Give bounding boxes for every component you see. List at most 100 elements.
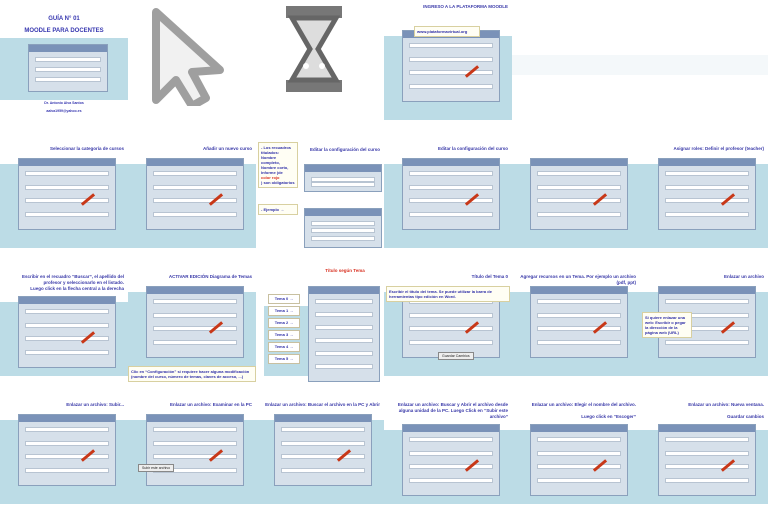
form-row — [409, 43, 493, 48]
screenshot-image — [146, 158, 244, 230]
note-line: color rojo — [261, 175, 280, 180]
form-row — [153, 440, 237, 446]
tema-label: Tema 2 → — [268, 318, 300, 328]
window-header — [403, 159, 499, 166]
form-row — [537, 477, 621, 483]
form-row — [153, 171, 237, 176]
window-header — [531, 287, 627, 294]
form-row — [665, 184, 749, 190]
form-row — [311, 177, 375, 182]
screenshot-image — [402, 30, 500, 102]
slide-title: Asignar roles: Definir el profesor (teac… — [673, 146, 764, 151]
note-line: Nombre corto, — [261, 165, 289, 170]
slide-thumbnail[interactable]: Enlazar un archivo: Elegir el nombre del… — [512, 384, 640, 512]
form-row — [35, 77, 101, 82]
slide-title: Seleccionar la categoría de cursos — [49, 146, 124, 151]
slide-thumbnail[interactable]: Editar la configuración del curso — [384, 128, 512, 256]
tema-label: Tema 0 → — [268, 294, 300, 304]
slide-thumbnail[interactable]: Título del Tema 0 Escribir el título del … — [384, 256, 512, 384]
window-header — [309, 287, 379, 294]
slide-thumbnail[interactable]: Enlazar un archivo Si quiere enlazar una … — [640, 256, 768, 384]
slide-thumbnail[interactable]: Enlazar un archivo: Buscar el archivo en… — [256, 384, 384, 512]
window-header — [305, 209, 381, 216]
slide-thumbnail[interactable]: Enlazar un archivo: Subir... — [0, 384, 128, 512]
slide-thumbnail[interactable]: Añadir un nuevo curso — [128, 128, 256, 256]
form-row — [537, 299, 621, 304]
form-row — [153, 326, 237, 331]
form-row — [315, 325, 373, 330]
form-row — [311, 228, 375, 234]
slide-thumbnail[interactable] — [512, 0, 640, 128]
form-row — [153, 454, 237, 459]
slide-thumbnail[interactable] — [128, 0, 256, 128]
slide-title: Editar la configuración del curso — [437, 146, 508, 151]
form-row — [315, 299, 373, 304]
bullet-note: - Los recuadros titulados:Nombre complet… — [258, 142, 298, 188]
window-header — [29, 45, 107, 52]
window-header — [275, 415, 371, 422]
form-row — [35, 67, 101, 72]
slide-thumbnail[interactable]: Asignar roles: Definir el profesor (teac… — [640, 128, 768, 256]
form-row — [25, 211, 109, 217]
form-row — [537, 464, 621, 469]
slide-thumbnail[interactable] — [512, 128, 640, 256]
form-row — [315, 351, 373, 356]
form-row — [25, 467, 109, 473]
screenshot-image — [146, 286, 244, 358]
form-row — [281, 427, 365, 432]
cover-title: GUÍA N° 01 — [48, 16, 80, 22]
form-row — [153, 427, 237, 432]
config-screenshot — [304, 164, 382, 192]
cover-subtitle: MOODLE PARA DOCENTES — [24, 28, 104, 34]
form-row — [665, 299, 749, 304]
slide-title: Editar la configuración del curso — [309, 147, 380, 152]
url-callout: www.plataformavirtual.org — [414, 26, 480, 37]
slide-thumbnail[interactable] — [640, 0, 768, 128]
form-row — [25, 309, 109, 314]
window-header — [531, 159, 627, 166]
form-row — [665, 437, 749, 442]
slide-thumbnail[interactable]: Escribir en el recuadro “Buscar”, el ape… — [0, 256, 128, 384]
screenshot-image — [146, 414, 244, 486]
window-header — [659, 287, 755, 294]
slide-title: Enlazar un archivo: Subir... — [66, 402, 124, 407]
form-row — [153, 299, 237, 304]
save-changes-button[interactable]: Guardar Cambios — [438, 352, 474, 360]
screenshot-image — [18, 158, 116, 230]
instruction-note: Escribir el título del tema. Se puede ut… — [386, 286, 510, 302]
slide-title: Título del Tema 0 — [471, 274, 508, 279]
form-row — [537, 198, 621, 203]
form-row — [409, 171, 493, 176]
instruction-note: Si quiere enlazar una web: Escribir o pe… — [642, 312, 692, 338]
slide-title: Enlazar un archivo — [723, 274, 764, 279]
form-row — [25, 440, 109, 446]
slide-subtitle: Luego click en la flecha central a la de… — [30, 286, 124, 291]
slide-thumbnail[interactable] — [256, 0, 384, 128]
slide-thumbnail[interactable]: Agregar recursos en un Tema. Por ejemplo… — [512, 256, 640, 384]
slide-thumbnail[interactable]: - Los recuadros titulados:Nombre complet… — [256, 128, 384, 256]
screenshot-image — [308, 286, 380, 382]
form-row — [25, 322, 109, 328]
form-row — [665, 198, 749, 203]
tema-label: Tema 4 → — [268, 342, 300, 352]
form-row — [25, 454, 109, 459]
window-header — [305, 165, 381, 172]
note-line: Informe (de — [261, 170, 283, 175]
slide-thumbnail[interactable]: Seleccionar la categoría de cursos — [0, 128, 128, 256]
slide-thumbnail[interactable]: Enlazar un archivo: Nueva ventana.Guarda… — [640, 384, 768, 512]
slide-thumbnail[interactable]: Enlazar un archivo: Buscar y Abrir el ar… — [384, 384, 512, 512]
form-row — [315, 364, 373, 369]
form-row — [409, 326, 493, 331]
screenshot-image — [18, 414, 116, 486]
upload-file-button[interactable]: Subir este archivo — [138, 464, 175, 472]
window-header — [19, 415, 115, 422]
form-row — [311, 235, 375, 241]
slide-subtitle: Luego click en “Escoger” — [581, 414, 636, 419]
window-header — [531, 425, 627, 432]
screenshot-image — [530, 158, 628, 230]
